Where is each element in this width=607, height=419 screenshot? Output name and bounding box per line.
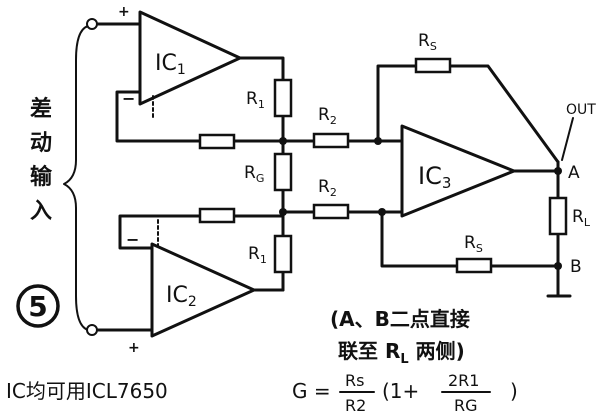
svg-text:输: 输 [30, 164, 53, 190]
rg-label: RG [244, 163, 264, 185]
rg-resistor [273, 152, 293, 192]
ic2-minus-sign: − [126, 230, 139, 249]
svg-text:(1+: (1+ [382, 379, 419, 403]
r1-feedback-bottom-resistor [198, 207, 236, 224]
r2-top-resistor [312, 132, 350, 149]
ic3-opamp [400, 124, 516, 218]
svg-text:RG: RG [454, 396, 478, 415]
svg-text:G =: G = [292, 379, 331, 403]
out-label: OUT [566, 102, 596, 118]
r2-bottom-resistor [312, 203, 350, 220]
rl-label: RL [572, 207, 591, 229]
ic1-opamp [138, 10, 242, 106]
node-b-label: B [570, 257, 582, 277]
node-a-label: A [568, 163, 580, 183]
rs-top-label: RS [418, 31, 437, 53]
input-terminal-top [86, 18, 98, 30]
differential-input-label: 差 动 输 入 [30, 96, 53, 224]
ic2-plus-sign: + [128, 340, 140, 356]
input-terminal-bottom [86, 324, 98, 336]
r2-top-label: R2 [318, 105, 337, 127]
svg-text:2R1: 2R1 [448, 371, 479, 390]
input-brace [63, 25, 89, 331]
svg-text:差: 差 [30, 96, 52, 122]
r1-bottom-resistor [273, 234, 293, 274]
r1-bottom-label: R1 [248, 244, 267, 266]
ic1-minus-sign: − [122, 89, 135, 108]
note-line-1: (A、B二点直接 [330, 307, 470, 331]
ic2-label: IC2 [166, 283, 197, 310]
ic2-opamp [150, 242, 256, 338]
r1-top-label: R1 [246, 89, 265, 111]
svg-text:): ) [510, 379, 518, 403]
svg-text:入: 入 [30, 199, 52, 224]
rs-bottom-resistor [455, 257, 493, 274]
svg-text:5: 5 [28, 290, 47, 323]
ic3-label: IC3 [418, 162, 451, 192]
rs-top-resistor [414, 57, 452, 74]
circled-number: 5 [16, 284, 60, 328]
ic1-plus-sign: + [118, 4, 130, 20]
rs-bottom-label: RS [464, 233, 483, 255]
rl-resistor [548, 196, 568, 236]
gain-formula: G = Rs R2 (1+ 2R1 RG ) [292, 371, 518, 415]
ic-model-note: IC均可用ICL7650 [6, 379, 168, 403]
r1-top-resistor [273, 78, 293, 118]
svg-text:Rs: Rs [345, 371, 364, 390]
svg-text:动: 动 [30, 131, 52, 156]
note-line-2: 联至 RL 两侧) [338, 339, 465, 367]
r2-bottom-label: R2 [318, 177, 337, 199]
junction-dots [279, 137, 562, 270]
svg-text:R2: R2 [345, 396, 366, 415]
ic1-label: IC1 [155, 51, 186, 78]
r1-feedback-top-resistor [198, 133, 236, 150]
